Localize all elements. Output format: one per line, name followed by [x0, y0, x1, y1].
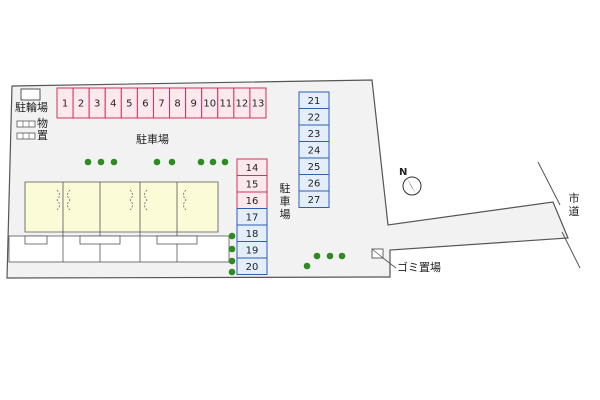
parking-stall-3: 3 [88, 87, 106, 119]
parking-stall-number: 24 [308, 145, 321, 156]
parking-stall-number: 12 [236, 99, 249, 110]
parking-stall-13: 13 [249, 87, 267, 119]
building [8, 181, 230, 263]
parking-stall-number: 15 [246, 179, 259, 190]
parking-stall-number: 2 [78, 99, 84, 110]
parking-stall-number: 6 [142, 99, 148, 110]
tree-icon [228, 268, 236, 276]
parking-stall-number: 11 [219, 99, 232, 110]
parking-stall-number: 20 [246, 262, 259, 273]
parking-stall-8: 8 [169, 87, 187, 119]
parking-stall-number: 7 [158, 99, 164, 110]
tree-icon [221, 158, 229, 166]
compass-icon [402, 176, 422, 196]
parking-stall-24: 24 [298, 141, 330, 159]
parking-stall-18: 18 [236, 224, 268, 242]
tree-icon [303, 262, 311, 270]
city-road-label-2: 道 [568, 205, 580, 218]
parking-stall-9: 9 [185, 87, 203, 119]
parking-stall-16: 16 [236, 191, 268, 209]
parking-stall-6: 6 [136, 87, 154, 119]
parking-stall-number: 16 [246, 196, 259, 207]
parking-stall-25: 25 [298, 157, 330, 175]
parking-stall-number: 25 [308, 162, 321, 173]
tree-icon [168, 158, 176, 166]
north-label: N [399, 167, 408, 178]
parking-stall-17: 17 [236, 208, 268, 226]
parking-stall-26: 26 [298, 174, 330, 192]
garbage-label: ゴミ置場 [397, 261, 441, 274]
parking-stall-5: 5 [120, 87, 138, 119]
parking-stall-7: 7 [152, 87, 171, 119]
garbage-leader [382, 257, 397, 269]
parking-stall-number: 21 [308, 96, 321, 107]
parking-stall-11: 11 [217, 87, 235, 119]
parking-stall-number: 5 [126, 99, 132, 110]
tree-icon [110, 158, 118, 166]
parking-stall-number: 23 [308, 129, 321, 140]
parking-stall-number: 18 [246, 229, 259, 240]
tree-icon [313, 252, 321, 260]
tree-icon [153, 158, 161, 166]
parking-stall-number: 4 [110, 99, 116, 110]
garbage-box-diagonal [371, 248, 384, 259]
parking-stall-number: 13 [252, 99, 265, 110]
storage-boxes [16, 120, 36, 140]
parking-stall-number: 19 [246, 245, 259, 256]
tree-icon [209, 158, 217, 166]
parking-stall-19: 19 [236, 241, 268, 259]
parking-stall-10: 10 [201, 87, 219, 119]
road-edge-lower [561, 231, 581, 269]
parking-stall-number: 27 [308, 195, 321, 206]
parking-stall-number: 8 [174, 99, 180, 110]
parking-stall-number: 26 [308, 178, 321, 189]
bike-parking-label: 駐輪場 [15, 101, 48, 114]
parking-stall-1: 1 [56, 87, 74, 119]
tree-icon [228, 245, 236, 253]
tree-icon [228, 232, 236, 240]
parking-stall-27: 27 [298, 190, 330, 208]
parking-stall-number: 17 [246, 212, 259, 223]
parking-stall-21: 21 [298, 91, 330, 109]
tree-icon [326, 252, 334, 260]
parking-stall-22: 22 [298, 108, 330, 126]
parking-stall-15: 15 [236, 175, 268, 193]
parking-stall-20: 20 [236, 257, 268, 275]
city-road-label-1: 市 [568, 192, 580, 205]
parking-label-side-1: 駐 [279, 182, 291, 195]
parking-stall-2: 2 [72, 87, 90, 119]
parking-stall-23: 23 [298, 124, 330, 142]
tree-layer [84, 158, 346, 276]
bike-parking-box [20, 88, 41, 101]
storage-label-1: 物 [37, 117, 48, 130]
parking-stall-number: 9 [190, 99, 196, 110]
tree-icon [197, 158, 205, 166]
tree-icon [97, 158, 105, 166]
parking-label-side-2: 車 [279, 195, 291, 208]
parking-stall-14: 14 [236, 158, 268, 176]
parking-label-side-3: 場 [279, 208, 291, 221]
tree-icon [338, 252, 346, 260]
parking-stall-number: 1 [62, 99, 68, 110]
parking-stall-number: 3 [94, 99, 100, 110]
parking-stall-number: 22 [308, 112, 321, 123]
road-edge-upper [537, 161, 561, 206]
parking-stall-number: 10 [203, 99, 216, 110]
storage-label-2: 置 [37, 129, 48, 142]
parking-stall-12: 12 [233, 87, 251, 119]
parking-label-main: 駐車場 [136, 133, 169, 146]
tree-icon [84, 158, 92, 166]
parking-stall-4: 4 [104, 87, 122, 119]
parking-stall-number: 14 [246, 163, 259, 174]
tree-icon [228, 257, 236, 265]
